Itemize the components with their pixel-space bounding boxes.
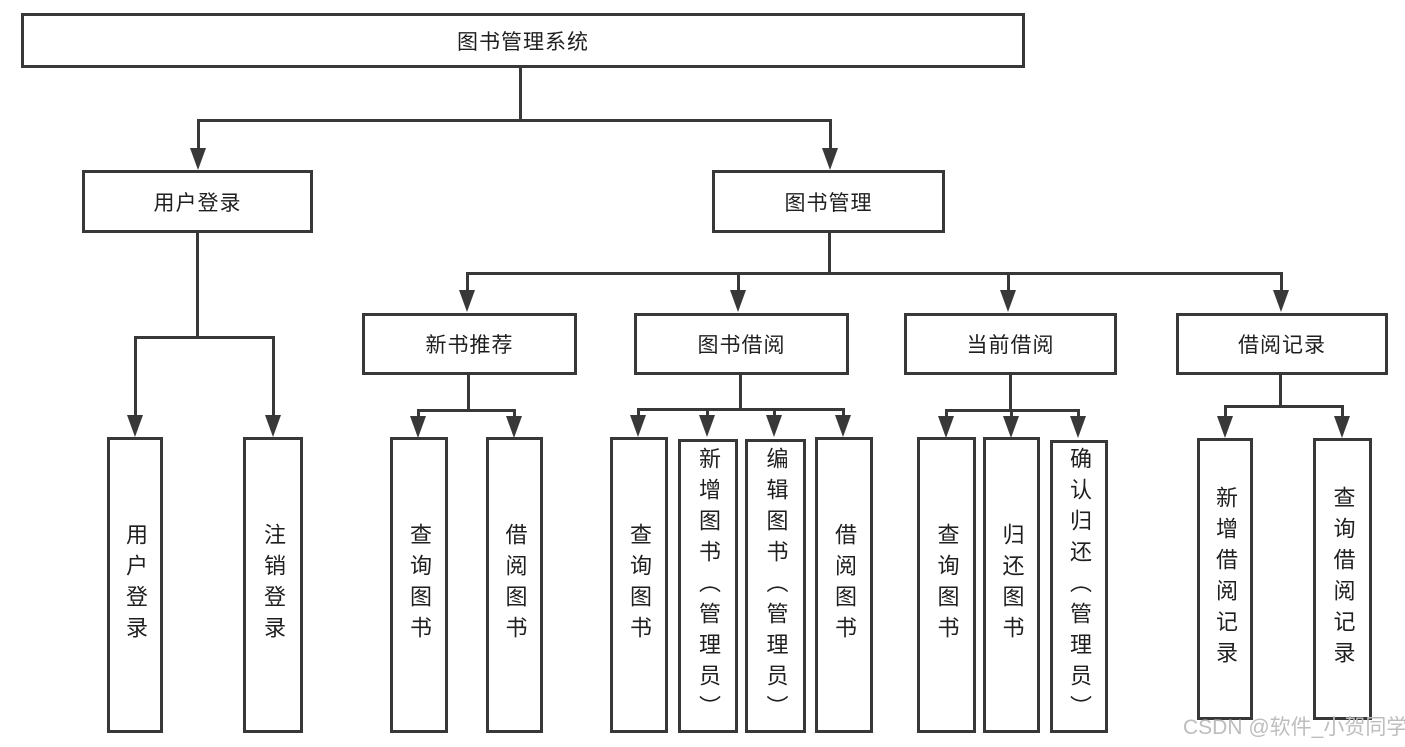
edge-line-v <box>1010 409 1013 421</box>
edge-line-v <box>196 233 199 338</box>
arrowhead <box>835 415 851 437</box>
leaf-label: 新增借阅记录 <box>1213 486 1238 672</box>
edge-line-v <box>1341 405 1344 419</box>
edge-line-v <box>945 409 948 421</box>
leaf-label: 查询借阅记录 <box>1330 486 1356 672</box>
leaf-query-borrow-record: 查询借阅记录 <box>1313 438 1372 720</box>
leaf-add-books-admin: 新增图书（管理员） <box>678 439 738 733</box>
edge-line-v <box>466 272 469 292</box>
edge-line-v <box>842 408 845 420</box>
edge-line-v <box>513 409 516 421</box>
edge-line-h <box>637 408 845 411</box>
edge-line-v <box>467 375 470 411</box>
leaf-label: 归还图书 <box>999 523 1025 647</box>
leaf-label: 新增图书（管理员） <box>696 446 721 726</box>
edge-line-v <box>272 336 275 420</box>
arrowhead <box>1217 416 1233 438</box>
node-user-login: 用户登录 <box>82 170 313 233</box>
leaf-return-books: 归还图书 <box>983 437 1040 733</box>
arrowhead <box>1334 416 1350 438</box>
node-borrowing-records: 借阅记录 <box>1176 313 1388 375</box>
arrowhead <box>1000 290 1016 312</box>
leaf-label: 查询图书 <box>627 523 652 647</box>
arrowhead <box>766 415 782 437</box>
edge-line-h <box>1224 405 1343 408</box>
leaf-query-books-recommend: 查询图书 <box>390 437 448 733</box>
arrowhead <box>938 416 954 438</box>
arrowhead <box>1273 290 1289 312</box>
edge-line-v <box>197 119 200 151</box>
leaf-label: 查询图书 <box>407 523 432 647</box>
leaf-add-borrow-record: 新增借阅记录 <box>1197 438 1253 720</box>
arrowhead <box>127 415 143 437</box>
edge-line-v <box>829 119 832 151</box>
node-book-borrowing: 图书借阅 <box>634 313 849 375</box>
edge-line-v <box>706 408 709 420</box>
leaf-label: 借阅图书 <box>502 523 528 647</box>
leaf-query-books-current: 查询图书 <box>917 437 976 733</box>
edge-line-v <box>134 336 137 420</box>
edge-line-h <box>134 336 275 339</box>
node-book-management: 图书管理 <box>712 170 945 233</box>
leaf-label: 编辑图书（管理员） <box>763 446 789 726</box>
leaf-query-books-borrowing: 查询图书 <box>610 437 668 733</box>
leaf-borrow-books-recommend: 借阅图书 <box>486 437 543 733</box>
edge-line-v <box>519 68 522 121</box>
edge-line-v <box>637 408 640 420</box>
node-new-book-recommendation: 新书推荐 <box>362 313 577 375</box>
leaf-borrow-books: 借阅图书 <box>815 437 873 733</box>
edge-line-v <box>1279 375 1282 407</box>
leaf-confirm-return-admin: 确认归还（管理员） <box>1050 440 1108 733</box>
csdn-watermark: CSDN @软件_小贺同学 <box>1183 716 1405 739</box>
edge-line-v <box>1280 272 1283 292</box>
node-current-borrowing: 当前借阅 <box>904 313 1117 375</box>
leaf-edit-books-admin: 编辑图书（管理员） <box>745 439 806 733</box>
arrowhead <box>459 290 475 312</box>
arrowhead <box>1070 416 1086 438</box>
node-library-management-system: 图书管理系统 <box>21 13 1025 68</box>
arrowhead <box>630 415 646 437</box>
edge-line-v <box>1007 272 1010 292</box>
arrowhead <box>506 416 522 438</box>
edge-line-v <box>739 375 742 410</box>
arrowhead <box>822 148 838 170</box>
arrowhead <box>410 416 426 438</box>
edge-line-v <box>1009 375 1012 411</box>
arrowhead <box>1003 416 1019 438</box>
arrowhead <box>699 415 715 437</box>
leaf-label: 注销登录 <box>261 523 286 647</box>
arrowhead <box>730 290 746 312</box>
edge-line-h <box>198 119 832 122</box>
edge-line-v <box>417 409 420 421</box>
edge-line-h <box>466 272 1283 275</box>
edge-line-v <box>828 233 831 274</box>
leaf-user-login: 用户登录 <box>107 437 163 733</box>
edge-line-v <box>773 408 776 420</box>
edge-line-v <box>737 272 740 292</box>
edge-line-v <box>1224 405 1227 419</box>
arrowhead <box>190 148 206 170</box>
leaf-label: 借阅图书 <box>832 523 857 647</box>
edge-line-h <box>417 409 516 412</box>
leaf-label: 用户登录 <box>123 523 148 647</box>
leaf-label: 查询图书 <box>934 523 960 647</box>
edge-line-v <box>1077 409 1080 421</box>
leaf-label: 确认归还（管理员） <box>1067 447 1092 726</box>
leaf-logout: 注销登录 <box>243 437 303 733</box>
arrowhead <box>265 415 281 437</box>
